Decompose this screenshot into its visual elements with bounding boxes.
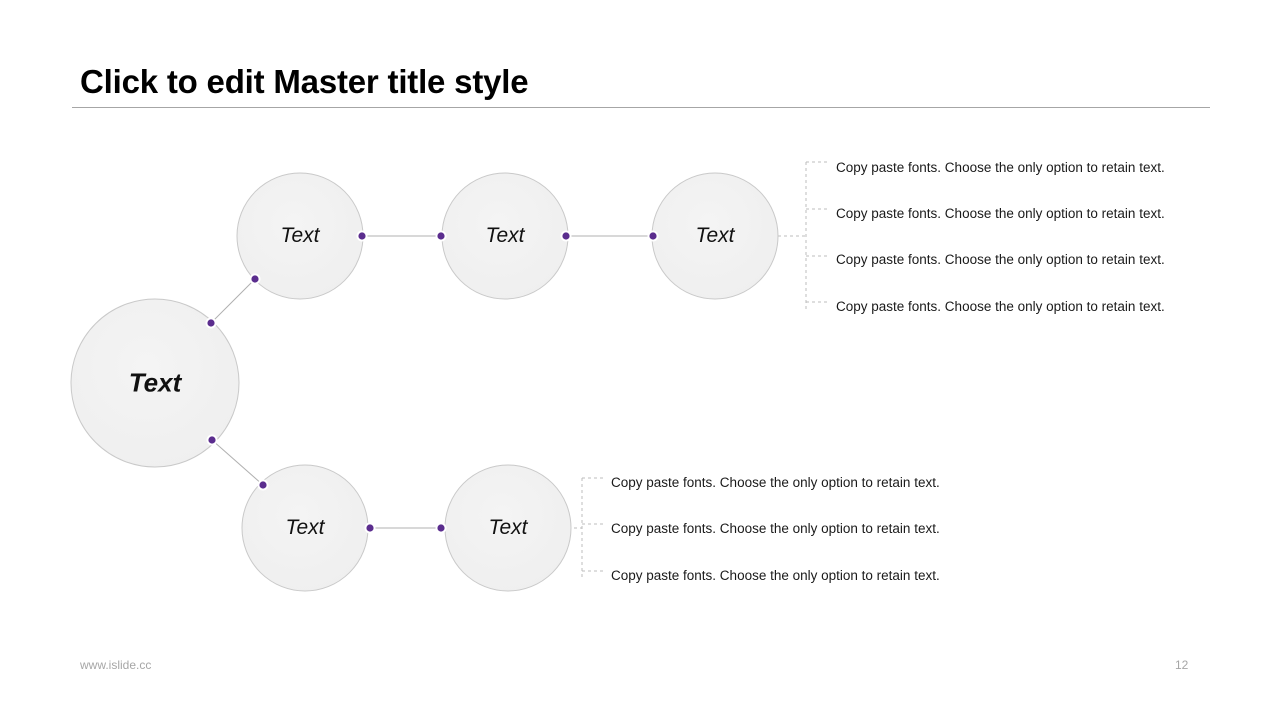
title-divider <box>72 107 1210 108</box>
node-bottom-2-circle[interactable] <box>444 464 572 592</box>
bottom-bullet-text-3: Copy paste fonts. Choose the only option… <box>611 568 940 583</box>
connector-root-to-top <box>210 278 256 324</box>
footer-url: www.islide.cc <box>80 658 152 672</box>
top-bullet-text-2: Copy paste fonts. Choose the only option… <box>836 206 1165 221</box>
top-bullet-text-3: Copy paste fonts. Choose the only option… <box>836 252 1165 267</box>
page-number: 12 <box>1175 658 1189 672</box>
connector-dot <box>647 230 659 242</box>
connector-dot <box>435 230 447 242</box>
connector-dots <box>205 230 659 534</box>
bottom-bullet-text-2: Copy paste fonts. Choose the only option… <box>611 521 940 536</box>
page-title: Click to edit Master title style <box>80 63 529 100</box>
node-root-circle[interactable] <box>70 298 240 468</box>
connector-dot <box>364 522 376 534</box>
connector-dot <box>560 230 572 242</box>
top-bullet-text-1: Copy paste fonts. Choose the only option… <box>836 160 1165 175</box>
connector-dot <box>435 522 447 534</box>
node-top-3-circle[interactable] <box>651 172 779 300</box>
connector-root-to-bottom <box>211 439 264 486</box>
connector-dot <box>249 273 261 285</box>
top-bullet-text-4: Copy paste fonts. Choose the only option… <box>836 299 1165 314</box>
top-branch-bracket <box>778 161 828 310</box>
node-top-2-circle[interactable] <box>441 172 569 300</box>
diagram-nodes <box>70 172 779 592</box>
connector-dot <box>356 230 368 242</box>
connector-dot <box>206 434 218 446</box>
connector-lines <box>210 235 653 529</box>
bottom-bullet-text-1: Copy paste fonts. Choose the only option… <box>611 475 940 490</box>
connector-dot <box>257 479 269 491</box>
connector-dot <box>205 317 217 329</box>
